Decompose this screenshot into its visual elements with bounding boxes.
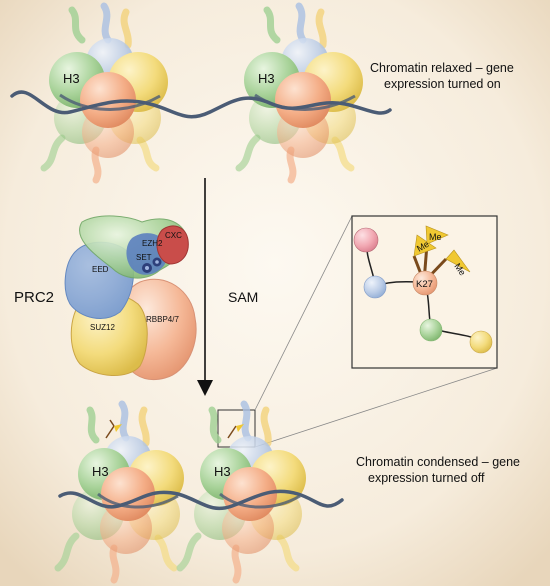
- methylation-inset: Me Me Me K27: [351, 215, 498, 369]
- histone-tail: [235, 134, 261, 172]
- methyl-flag: [413, 234, 437, 257]
- histone-tail: [109, 544, 120, 584]
- methyl-flag: [425, 225, 449, 245]
- histone-tail: [86, 406, 100, 444]
- residue-pink: [353, 227, 379, 253]
- histone-tail: [154, 534, 178, 572]
- residue-green: [419, 318, 443, 342]
- histone-center: [80, 72, 136, 128]
- zoom-line: [254, 367, 498, 448]
- histone-tail: [40, 134, 66, 172]
- histone-center: [275, 72, 331, 128]
- subunit-cxc: [156, 225, 189, 265]
- histone-tail: [240, 400, 252, 442]
- histone-tail: [231, 544, 242, 584]
- histone-h3-label: H3: [63, 71, 80, 86]
- eed-label: EED: [92, 265, 109, 274]
- nucleosome-top-left: H3: [40, 2, 168, 184]
- dna-strand-top-wrap: [59, 93, 356, 111]
- bottom-caption-line2: expression turned off: [368, 471, 485, 485]
- methyl-label: Me: [429, 232, 442, 242]
- histone-h3-label: H3: [258, 71, 275, 86]
- k27-label: K27: [416, 279, 433, 290]
- methyl-flag-small: [114, 424, 122, 432]
- histone-tail: [315, 8, 327, 49]
- histone-tail: [120, 8, 132, 49]
- residue-k27: [412, 270, 438, 296]
- rbbp-label: RBBP4/7: [146, 315, 179, 324]
- methyl-pole-small: [109, 419, 115, 427]
- histone-tail: [138, 406, 150, 447]
- prc2-complex: EED EZH2 SET CXC SUZ12 RBBP4/7: [64, 215, 197, 380]
- nucleosome-top-right: H3: [235, 2, 363, 184]
- zoom-line: [254, 215, 353, 411]
- top-caption-line2: expression turned on: [384, 77, 501, 91]
- ezh2-label: EZH2: [142, 239, 163, 248]
- set-label: SET: [136, 253, 152, 262]
- prc2-label: PRC2: [14, 289, 54, 306]
- histone-tail: [176, 532, 202, 572]
- histone-h3-label: H3: [214, 464, 231, 479]
- histone-tail: [276, 534, 300, 572]
- methyl-pole-small: [227, 425, 237, 439]
- histone-tail: [208, 406, 222, 444]
- nucleosome-bottom-left: H3: [54, 400, 184, 584]
- residue-yellow: [469, 330, 493, 354]
- dna-strand-bottom: [58, 489, 344, 511]
- suz12-label: SUZ12: [90, 323, 115, 332]
- histone-tail: [54, 532, 80, 572]
- histone-tail: [100, 2, 112, 44]
- methyl-flag: [445, 249, 471, 273]
- histone-h3-label: H3: [92, 464, 109, 479]
- top-caption-line1: Chromatin relaxed – gene: [370, 61, 514, 75]
- set-gear-icon: [142, 257, 162, 273]
- peptide-chain: [365, 237, 479, 341]
- sam-label: SAM: [228, 289, 258, 305]
- cxc-label: CXC: [165, 231, 182, 240]
- methyl-flag-small: [236, 424, 244, 432]
- histone-tail: [118, 400, 130, 442]
- methyl-pole-small: [105, 425, 115, 439]
- residue-blue: [363, 275, 387, 299]
- histone-tail: [263, 6, 281, 44]
- histone-tail: [260, 406, 272, 447]
- bottom-caption-line1: Chromatin condensed – gene: [356, 455, 520, 469]
- histone-tail: [68, 6, 86, 44]
- histone-tail: [295, 2, 307, 44]
- dna-strand-bottom-wrap: [97, 492, 301, 509]
